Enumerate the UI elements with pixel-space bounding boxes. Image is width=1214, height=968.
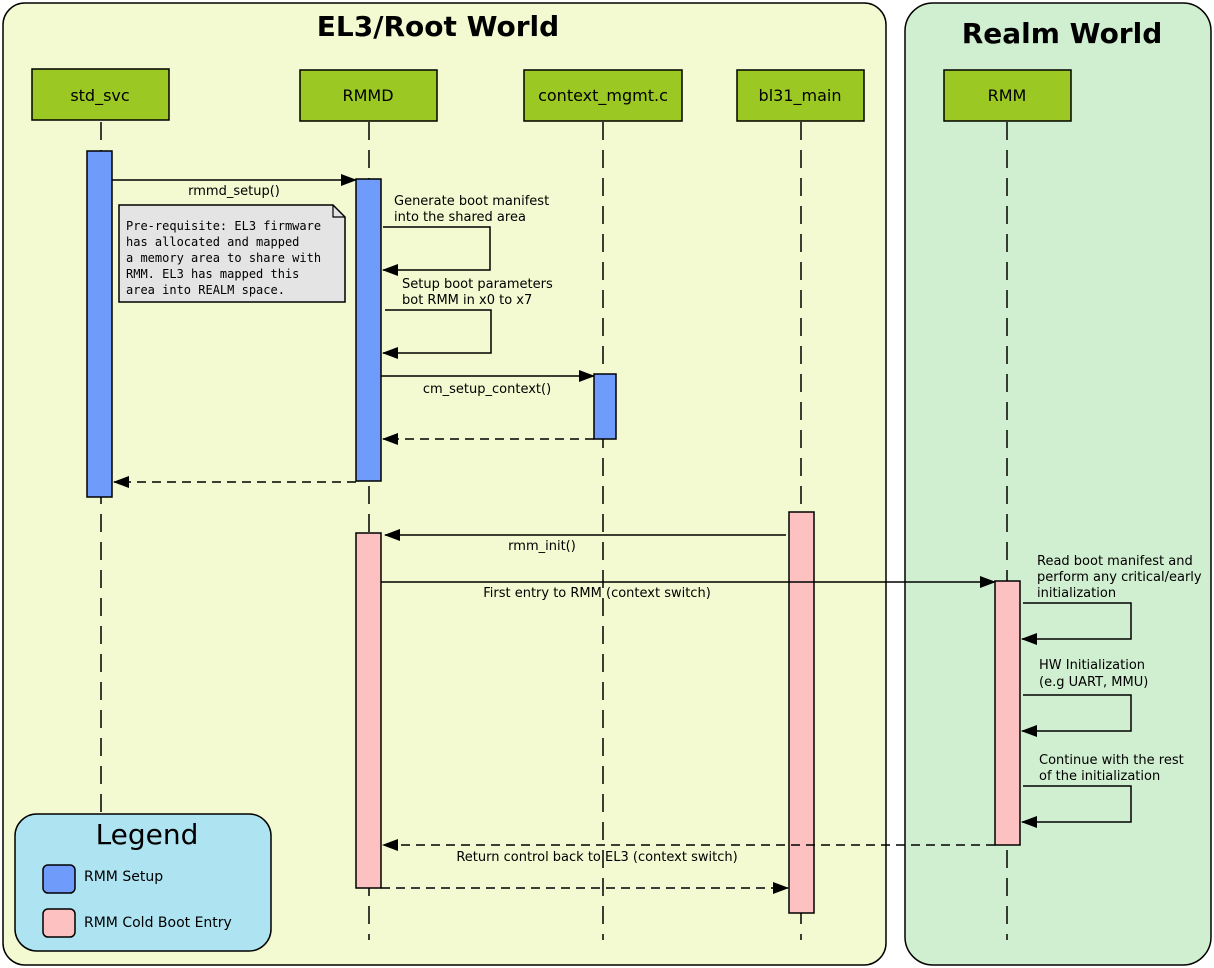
- legend-swatch-coldboot: [42, 908, 76, 938]
- realm-world-region: [904, 2, 1212, 966]
- msg-continue-init-1: Continue with the rest: [1039, 753, 1184, 768]
- actor-std-svc: std_svc: [31, 68, 170, 121]
- actor-rmm: RMM: [943, 69, 1072, 122]
- actor-rmmd-label: RMMD: [342, 86, 393, 105]
- realm-world-title: Realm World: [962, 17, 1163, 50]
- msg-first-entry: First entry to RMM (context switch): [483, 586, 711, 601]
- note-line-4: RMM. EL3 has mapped this: [126, 267, 299, 281]
- note-line-5: area into REALM space.: [126, 283, 285, 297]
- arrow-hw-init: [1021, 694, 1132, 737]
- msg-read-manifest-2: perform any critical/early: [1037, 570, 1202, 585]
- msg-gen-manifest-2: into the shared area: [394, 210, 526, 225]
- actor-context-mgmt-label: context_mgmt.c: [538, 86, 668, 106]
- actor-bl31-main-label: bl31_main: [759, 86, 842, 106]
- actor-rmm-label: RMM: [988, 86, 1027, 105]
- activation-rmm-coldboot: [994, 580, 1021, 846]
- root-world-title: EL3/Root World: [317, 10, 559, 43]
- msg-cm-setup: cm_setup_context(): [423, 382, 551, 397]
- arrow-continue-init: [1021, 785, 1132, 828]
- legend-label-setup: RMM Setup: [84, 869, 163, 885]
- msg-setup-params-1: Setup boot parameters: [402, 277, 553, 292]
- msg-read-manifest-1: Read boot manifest and: [1037, 554, 1193, 569]
- note-line-2: has allocated and mapped: [126, 235, 299, 249]
- activation-std-svc-setup: [86, 150, 113, 498]
- arrow-read-manifest: [1021, 602, 1132, 645]
- actor-std-svc-label: std_svc: [70, 86, 129, 106]
- note-line-3: a memory area to share with: [126, 251, 321, 265]
- msg-rmm-init: rmm_init(): [508, 539, 576, 554]
- activation-context-mgmt-setup: [593, 373, 617, 440]
- legend-swatch-setup: [42, 864, 76, 894]
- activation-rmmd-setup: [355, 178, 382, 482]
- msg-gen-manifest-1: Generate boot manifest: [394, 194, 549, 209]
- note-line-1: Pre-requisite: EL3 firmware: [126, 219, 321, 233]
- actor-context-mgmt: context_mgmt.c: [523, 69, 683, 122]
- actor-rmmd: RMMD: [299, 69, 438, 122]
- msg-return-ctrl: Return control back to EL3 (context swit…: [456, 850, 737, 865]
- legend-label-coldboot: RMM Cold Boot Entry: [84, 915, 232, 931]
- msg-hw-init-2: (e.g UART, MMU): [1039, 675, 1148, 690]
- legend-title: Legend: [96, 818, 199, 851]
- msg-setup-params-2: bot RMM in x0 to x7: [402, 293, 532, 308]
- prerequisite-note: Pre-requisite: EL3 firmware has allocate…: [118, 204, 346, 303]
- activation-bl31-main-coldboot: [788, 511, 815, 914]
- arrow-setup-params: [382, 309, 492, 359]
- arrow-gen-manifest: [382, 226, 491, 276]
- msg-rmmd-setup: rmmd_setup(): [188, 184, 280, 199]
- legend: Legend RMM Setup RMM Cold Boot Entry: [14, 813, 272, 952]
- actor-bl31-main: bl31_main: [736, 69, 865, 122]
- msg-hw-init-1: HW Initialization: [1039, 658, 1145, 673]
- msg-read-manifest-3: initialization: [1037, 586, 1116, 601]
- msg-continue-init-2: of the initialization: [1039, 769, 1160, 784]
- activation-rmmd-coldboot: [355, 532, 382, 889]
